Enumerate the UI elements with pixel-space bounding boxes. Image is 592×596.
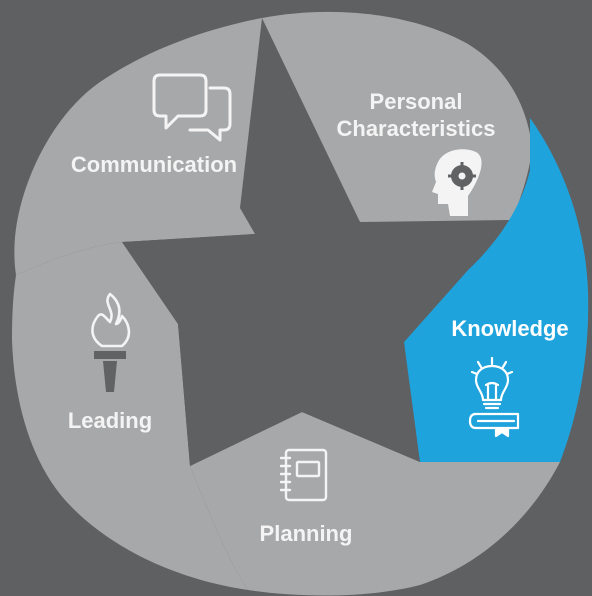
gear-head-icon [432,149,482,216]
notebook-icon [279,448,328,502]
segment-label-planning: Planning [260,521,353,546]
segment-communication[interactable] [14,18,262,275]
lightbulb-book-icon [468,356,520,438]
center-star [122,130,468,466]
segment-label-personal-line1: Personal [370,89,463,114]
segment-label-leading: Leading [68,408,152,433]
torch-icon [91,292,131,392]
segment-label-communication: Communication [71,152,237,177]
segment-knowledge[interactable] [404,118,589,462]
segment-leading[interactable] [12,242,248,590]
speech-bubbles-icon [152,73,232,142]
segment-label-personal-line2: Characteristics [337,116,496,141]
segment-label-knowledge: Knowledge [451,316,568,341]
